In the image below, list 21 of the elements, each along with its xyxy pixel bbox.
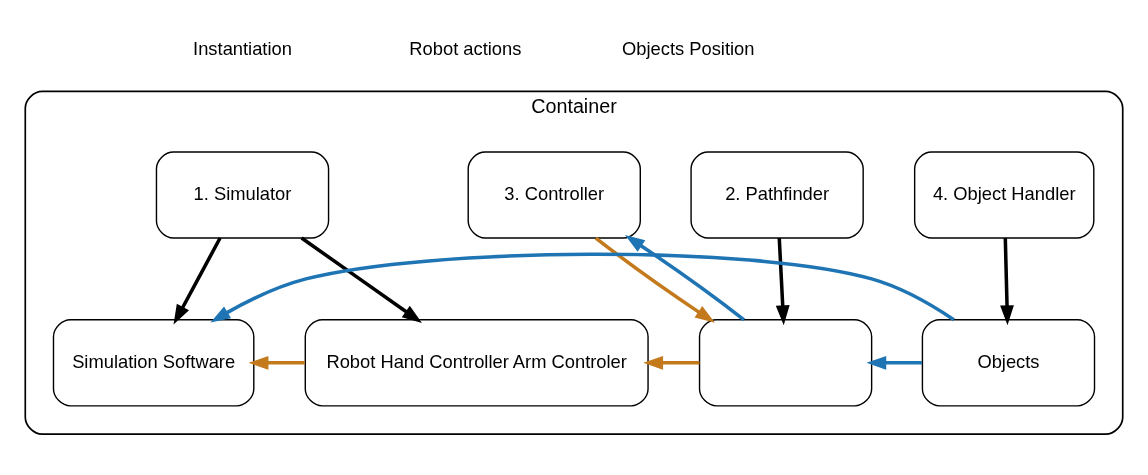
node-box: 1. Simulator bbox=[155, 150, 330, 239]
arrow bbox=[248, 355, 305, 370]
arrow bbox=[643, 355, 700, 370]
node-box: 4. Object Handler bbox=[913, 150, 1095, 239]
arrow bbox=[594, 236, 715, 323]
node-box: 2. Pathfinder bbox=[690, 150, 864, 239]
arrow bbox=[624, 234, 746, 321]
legend-label: Robot actions bbox=[409, 37, 522, 59]
node-box: Objects bbox=[921, 318, 1096, 407]
node-box bbox=[698, 318, 873, 407]
arrow bbox=[173, 236, 222, 324]
arrow bbox=[866, 355, 922, 370]
node-box: Robot Hand Controller Arm Controler bbox=[304, 318, 649, 407]
node-box: 3. Controller bbox=[467, 150, 641, 239]
arrow bbox=[1000, 237, 1014, 325]
arrow bbox=[210, 252, 955, 322]
legend-label: Objects Position bbox=[622, 37, 755, 59]
arrow bbox=[775, 237, 790, 325]
node-box: Simulation Software bbox=[52, 318, 255, 407]
arrow bbox=[300, 236, 422, 323]
legend-label: Instantiation bbox=[193, 37, 292, 59]
